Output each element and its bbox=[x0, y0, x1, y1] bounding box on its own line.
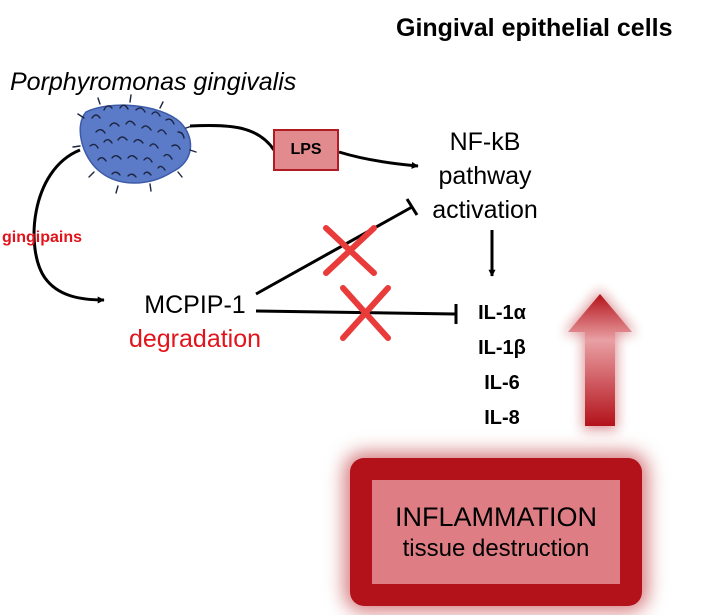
nfkb-line-1: NF-kB bbox=[449, 128, 521, 156]
inflammation-box: INFLAMMATION tissue destruction bbox=[372, 480, 620, 584]
cytokine-il1a: IL-1α bbox=[478, 302, 526, 324]
mcpip-name: MCPIP-1 bbox=[144, 291, 246, 319]
bacterium-icon bbox=[72, 94, 197, 194]
lps-box: LPS bbox=[273, 129, 339, 171]
nfkb-line-3: activation bbox=[432, 196, 538, 224]
mcpip-state: degradation bbox=[128, 325, 262, 353]
diagram-title: Gingival epithelial cells bbox=[396, 14, 673, 42]
nfkb-inhibition-bar bbox=[405, 198, 419, 216]
nfkb-line-2: pathway bbox=[438, 162, 532, 190]
cross-icon-il1a bbox=[340, 285, 391, 341]
mcpip-inhibits-il1a-line bbox=[255, 309, 456, 316]
inflammation-title: INFLAMMATION bbox=[395, 502, 597, 532]
cross-icon-nfkb bbox=[323, 225, 377, 276]
bacterium-to-lps-line bbox=[189, 123, 276, 151]
cytokine-il1b: IL-1β bbox=[478, 337, 526, 359]
lps-to-nfkb-arrow bbox=[338, 150, 419, 169]
cytokine-il6: IL-6 bbox=[484, 372, 520, 394]
inflammation-subtitle: tissue destruction bbox=[402, 535, 590, 562]
cytokine-list: IL-1α IL-1β IL-6 IL-8 bbox=[462, 296, 542, 436]
lps-label: LPS bbox=[290, 141, 322, 158]
gingipains-label: gingipains bbox=[2, 229, 82, 246]
mcpip-inhibits-nfkb-line bbox=[255, 205, 413, 296]
bacterium-name: Porphyromonas gingivalis bbox=[10, 68, 297, 96]
cytokine-il8: IL-8 bbox=[484, 407, 520, 429]
gingipains-arrow bbox=[32, 148, 105, 304]
nfkb-pathway-label: NF-kB pathway activation bbox=[410, 125, 560, 227]
mcpip-label: MCPIP-1 degradation bbox=[110, 288, 280, 356]
up-arrow-icon bbox=[564, 290, 636, 430]
